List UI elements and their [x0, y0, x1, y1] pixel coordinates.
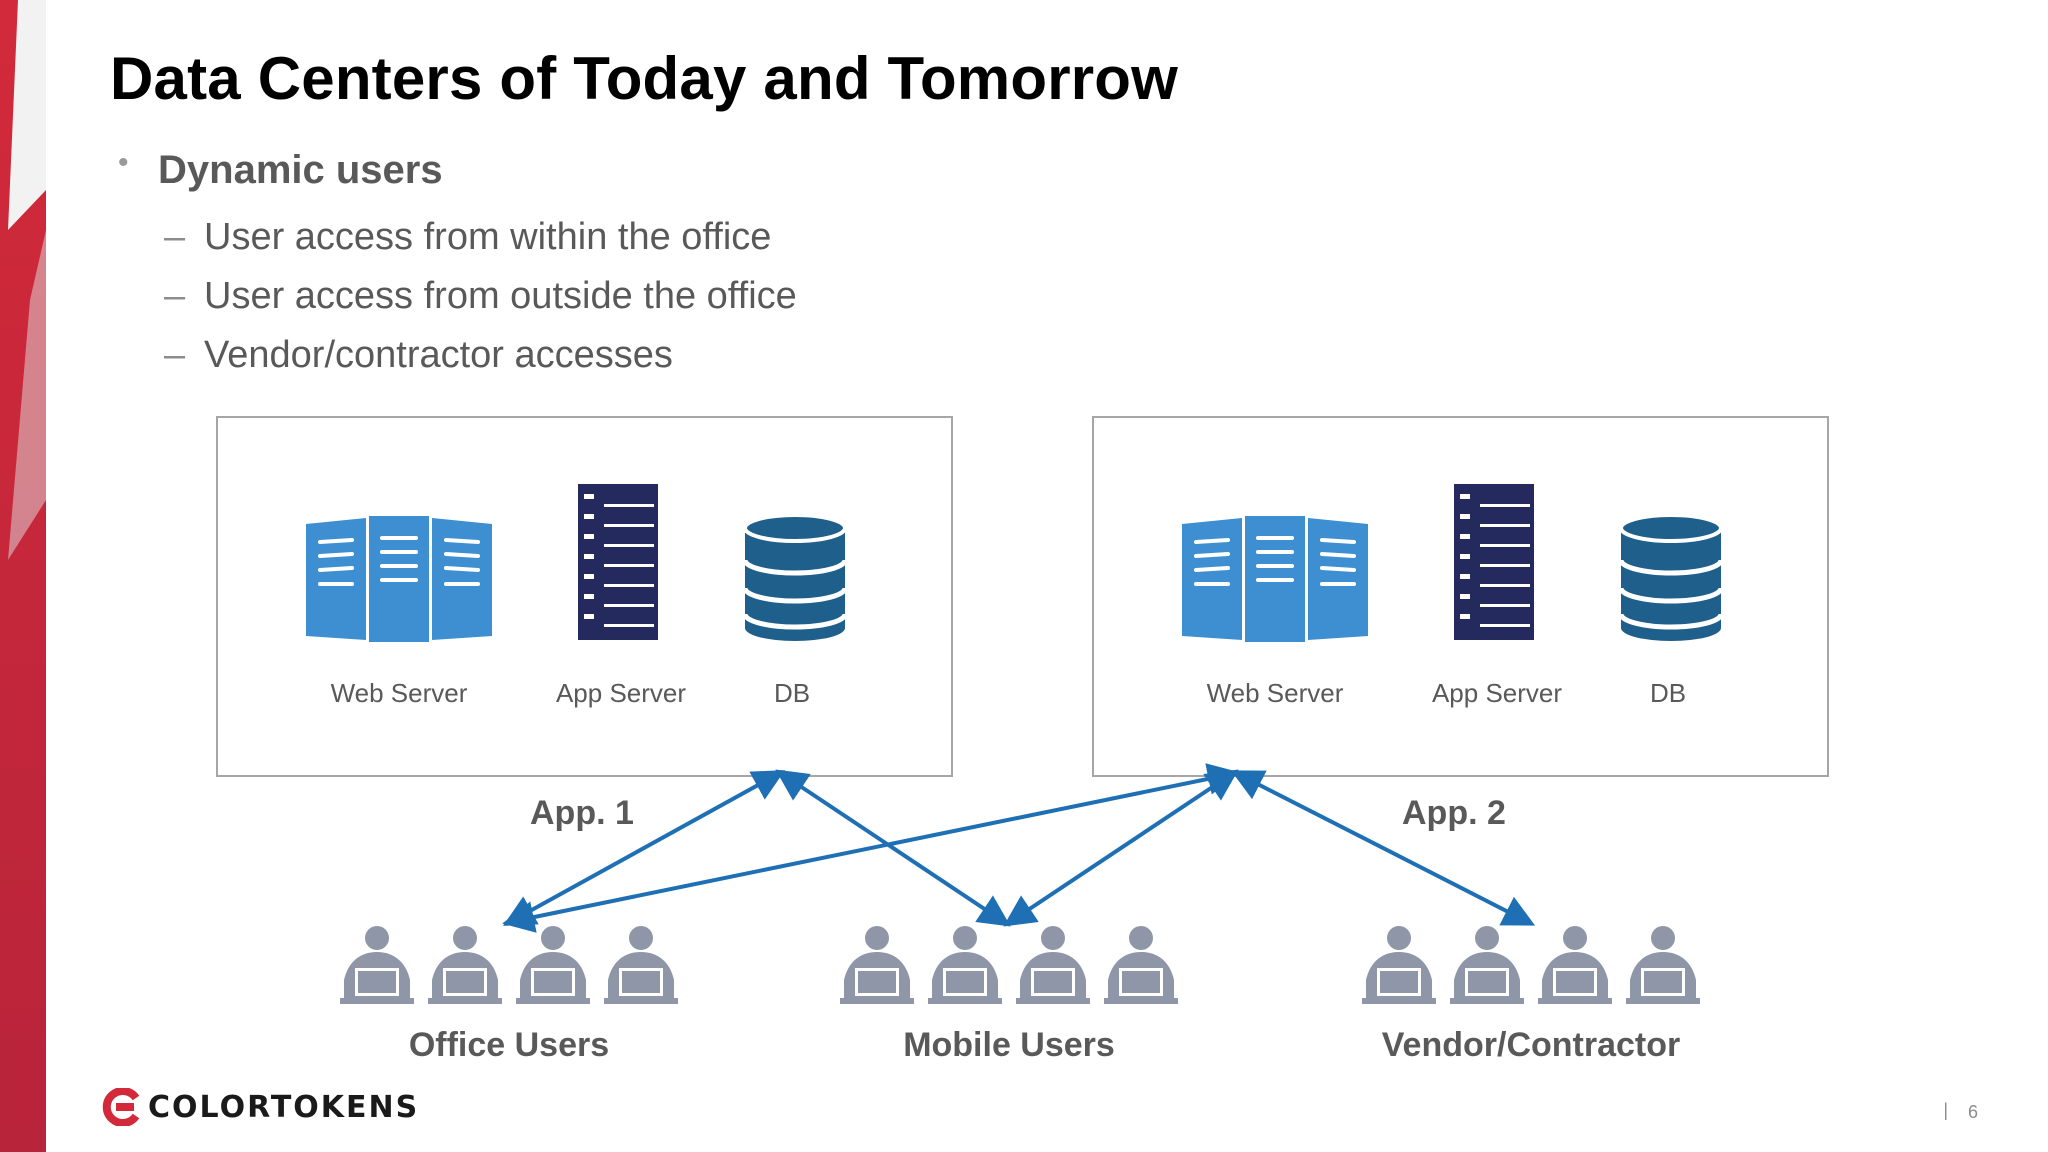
- arrow-vendor-app2: [1230, 770, 1536, 926]
- bullet-sub-text: User access from within the office: [204, 216, 772, 258]
- bullet-sub: – Vendor/contractor accesses: [118, 326, 797, 385]
- database-icon: [1620, 514, 1722, 641]
- user-laptop-icon: [1362, 926, 1436, 1004]
- user-group-label: Mobile Users: [903, 1026, 1115, 1064]
- app-server-icon: [1454, 484, 1534, 640]
- page-number: 6: [1967, 1102, 1978, 1122]
- user-laptop-icon: [1104, 926, 1178, 1004]
- logo-text: COLORTOKENS: [148, 1089, 420, 1125]
- component-label: Web Server: [1206, 678, 1344, 708]
- database-icon: [744, 514, 846, 641]
- bullet-dot-icon: •: [118, 146, 129, 179]
- component-label: DB: [773, 678, 811, 708]
- component-label: DB: [1649, 678, 1687, 708]
- user-group-label: Vendor/Contractor: [1381, 1026, 1681, 1064]
- user-laptop-icon: [604, 926, 678, 1004]
- dash-icon: –: [164, 275, 186, 317]
- user-laptop-icon: [840, 926, 914, 1004]
- user-laptop-icon: [1538, 926, 1612, 1004]
- user-laptop-icon: [1450, 926, 1524, 1004]
- arrow-mobile-app2: [1003, 769, 1239, 927]
- accent-bar: [0, 0, 46, 1152]
- bullet-main: • Dynamic users: [118, 146, 797, 208]
- colortokens-logo: COLORTOKENS: [102, 1088, 419, 1126]
- user-laptop-icon: [1016, 926, 1090, 1004]
- dash-icon: –: [164, 216, 186, 258]
- colortokens-logo-icon: [102, 1088, 140, 1126]
- bullet-sub-text: User access from outside the office: [204, 275, 797, 317]
- component-label: App Server: [1431, 678, 1563, 708]
- component-label: App Server: [555, 678, 687, 708]
- bullet-main-text: Dynamic users: [158, 148, 443, 192]
- web-server-icon: [306, 516, 492, 642]
- page-separator: |: [1943, 1100, 1948, 1120]
- app-server-icon: [578, 484, 658, 640]
- web-server-icon: [1182, 516, 1368, 642]
- bullet-sub: – User access from within the office: [118, 208, 797, 267]
- bullet-sub-text: Vendor/contractor accesses: [204, 334, 673, 376]
- user-laptop-icon: [340, 926, 414, 1004]
- bullet-sub: – User access from outside the office: [118, 267, 797, 326]
- user-laptop-icon: [1626, 926, 1700, 1004]
- arrow-mobile-app1: [775, 769, 1011, 927]
- user-laptop-icon: [428, 926, 502, 1004]
- user-laptop-icon: [516, 926, 590, 1004]
- dash-icon: –: [164, 334, 186, 376]
- bullet-list: • Dynamic users – User access from withi…: [118, 146, 797, 385]
- user-group-label: Office Users: [408, 1026, 610, 1064]
- arrow-office-app1: [502, 770, 786, 926]
- user-laptop-icon: [928, 926, 1002, 1004]
- component-label: Web Server: [330, 678, 468, 708]
- slide-title: Data Centers of Today and Tomorrow: [110, 45, 1179, 112]
